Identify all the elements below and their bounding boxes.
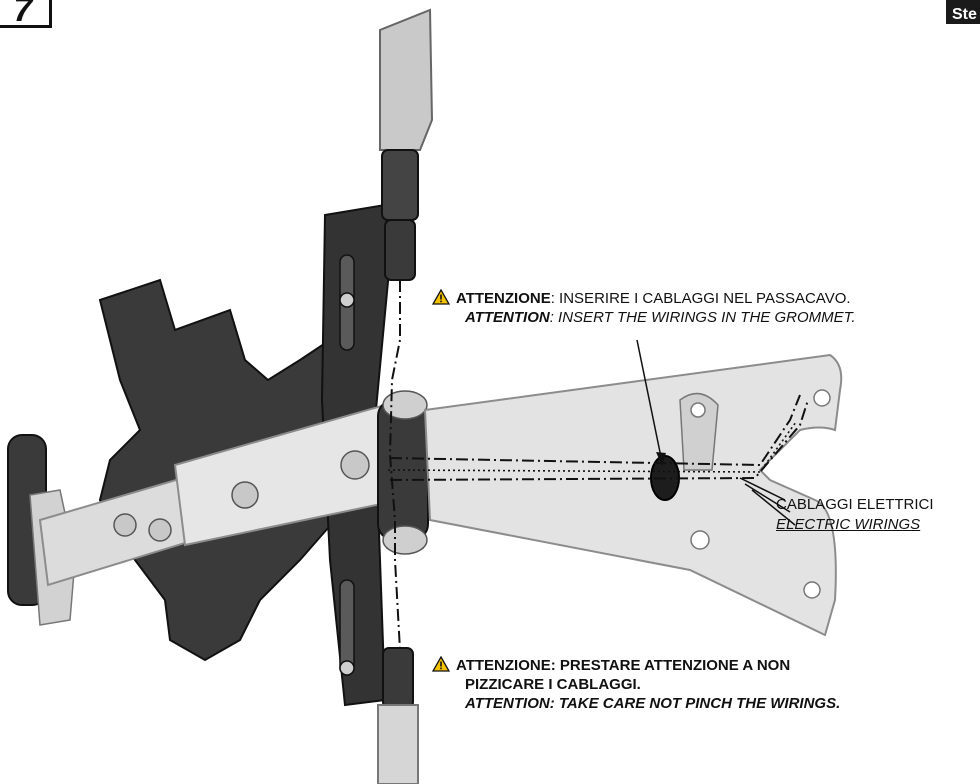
grommet-tab-hole: [690, 402, 706, 418]
warning-en-text: : INSERT THE WIRINGS IN THE GROMMET.: [549, 309, 856, 326]
bolt: [231, 481, 259, 509]
warning-en-bold: ATTENTION: [465, 309, 550, 326]
bolt: [148, 518, 172, 542]
mount-hole: [690, 530, 710, 550]
step-number: 7: [13, 0, 33, 28]
warning-triangle-icon: [432, 289, 450, 305]
grommet-tab: [679, 392, 719, 471]
warning-triangle-icon: [432, 656, 450, 672]
leader-line-grommet: [636, 339, 663, 463]
pivot-cap: [382, 525, 428, 555]
pivot-cap: [382, 390, 428, 420]
lower-turn-signal-boot: [382, 647, 414, 709]
bolt: [339, 292, 355, 308]
upper-turn-signal-stem: [381, 149, 419, 221]
corner-step-tag: Ste: [946, 0, 980, 24]
pinch-warning-note: ATTENZIONE: PRESTARE ATTENZIONE A NON PI…: [432, 656, 840, 713]
right-fork-bracket: [423, 353, 843, 637]
arrowhead: [656, 452, 666, 466]
mount-hole: [813, 389, 831, 407]
mount-hole: [803, 581, 821, 599]
warning-it-bold: ATTENZIONE: [456, 290, 551, 307]
bolt: [113, 513, 137, 537]
grommet-warning-note: ATTENZIONE: INSERIRE I CABLAGGI NEL PASS…: [432, 289, 856, 327]
bolt: [340, 450, 370, 480]
pinch-warning-it-line2: PIZZICARE I CABLAGGI.: [465, 676, 641, 693]
pivot-block: [377, 399, 429, 541]
warning-it-text: : INSERIRE I CABLAGGI NEL PASSACAVO.: [550, 290, 851, 307]
upper-turn-signal-boot: [384, 219, 416, 281]
wiring-label-it: CABLAGGI ELETTRICI: [776, 496, 934, 513]
bolt: [339, 660, 355, 676]
pinch-warning-it-line1: ATTENZIONE: PRESTARE ATTENZIONE A NON: [456, 657, 791, 674]
corner-step-label: Ste: [952, 6, 977, 23]
lower-turn-signal-stem: [377, 704, 419, 784]
upper-turn-signal-lens: [379, 8, 434, 151]
wiring-label-en: ELECTRIC WIRINGS: [776, 516, 921, 533]
leader-line-wiring: [739, 477, 796, 526]
electric-wiring: [388, 280, 809, 651]
pinch-warning-en-line: ATTENTION: TAKE CARE NOT PINCH THE WIRIN…: [465, 695, 841, 712]
wiring-label: CABLAGGI ELETTRICI ELECTRIC WIRINGS: [776, 495, 934, 535]
step-number-box: 7: [0, 0, 52, 28]
